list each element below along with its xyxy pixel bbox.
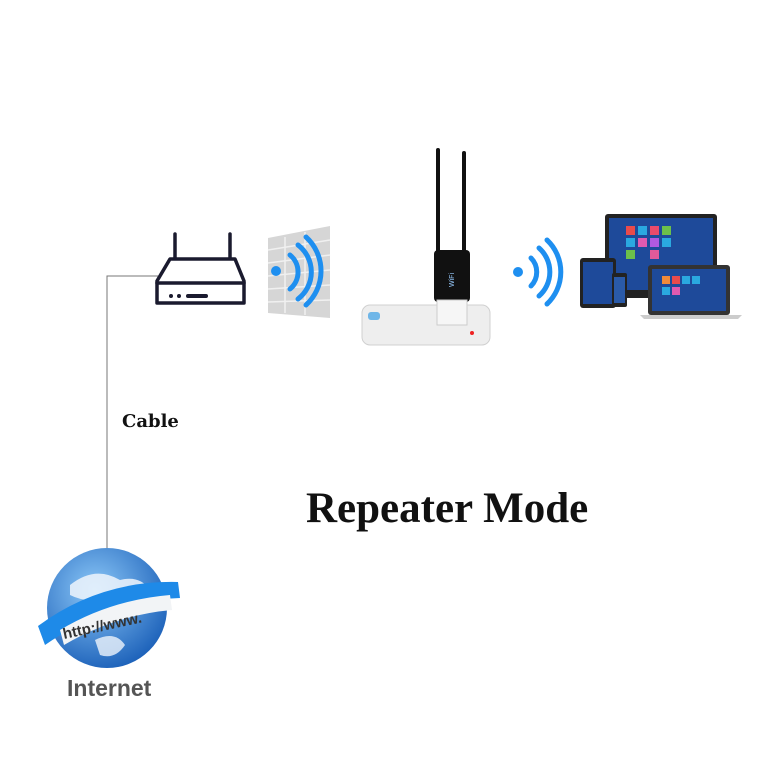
wifi-signal-icon bbox=[513, 237, 564, 307]
page-title: Repeater Mode bbox=[306, 485, 589, 532]
internet-globe-icon: http://www. bbox=[38, 548, 180, 668]
router-icon bbox=[155, 232, 246, 305]
cable-label: Cable bbox=[122, 411, 179, 432]
cable-line bbox=[106, 275, 158, 548]
wifi-repeater-image: WiFi bbox=[361, 148, 491, 346]
client-devices-image bbox=[580, 214, 742, 319]
internet-label: Internet bbox=[67, 675, 152, 701]
wifi-signal-icon bbox=[271, 234, 324, 308]
svg-text:WiFi: WiFi bbox=[449, 273, 456, 287]
